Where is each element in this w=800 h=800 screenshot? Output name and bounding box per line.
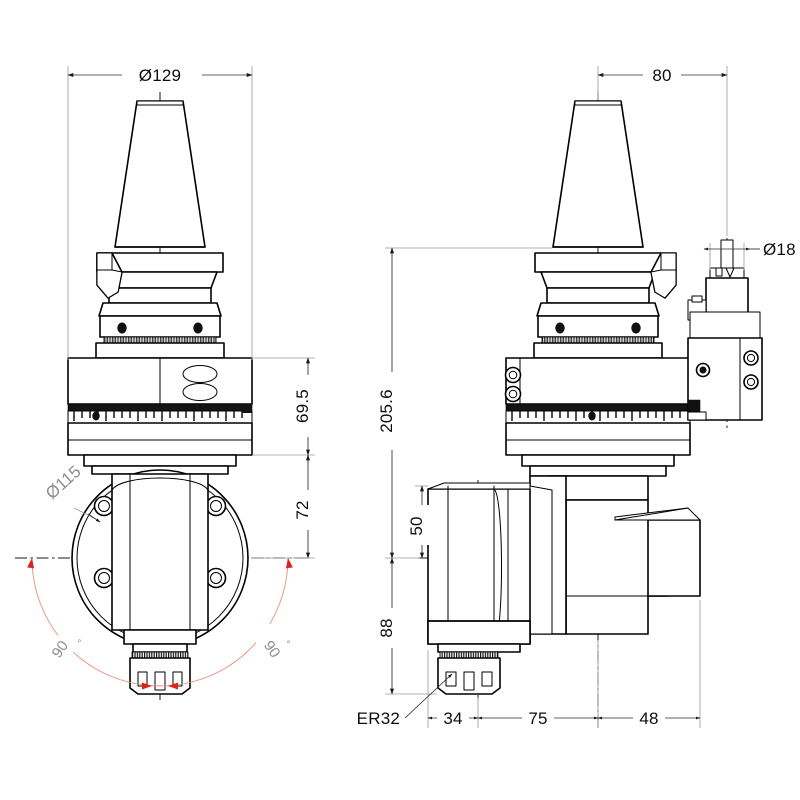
dim-label-overall-diameter: Ø129 [139,66,181,85]
front-flange-screw-right [193,322,203,334]
side-head-body [504,357,691,405]
dim-label-axis-height: 72 [293,500,312,519]
side-coupling-serration [541,336,655,344]
dim-label-flange-diameter: Ø115 [42,462,85,503]
front-flange-screw-left [117,322,127,334]
dim-side-bottom-chain: 34 75 48 [427,600,701,728]
callout-side-collet: ER32 [357,673,453,728]
svg-text:90: 90 [260,638,283,661]
dim-label-spindle-offset-upper: 50 [407,516,426,535]
front-graduation-band [67,403,253,424]
side-spindle-housing [427,482,531,653]
dim-label-pin-diameter: Ø18 [763,240,796,259]
side-lower-ring [505,422,691,477]
side-collet-nut [437,651,501,695]
dim-front-swivel-arcs: 90 ° 90 ° [27,557,293,690]
dim-front-axis-height: 72 [252,454,319,559]
dim-side-spindle-offset-upper: 50 [407,485,433,559]
side-v-flange [533,252,677,359]
dim-side-pin-diameter: Ø18 [703,240,796,270]
side-view: 80 Ø18 205.6 50 [357,63,796,730]
dim-label-overall-height: 205.6 [377,389,396,433]
dim-front-head-height: 69.5 [252,357,319,456]
side-body-bolt-group [504,366,522,403]
front-lower-ring [67,422,253,475]
dim-label-nose-width: 34 [443,709,462,728]
side-stop-pin-assembly [687,239,763,421]
dim-label-taper-offset: 80 [652,66,671,85]
side-graduation-band [505,403,691,424]
svg-text:90: 90 [49,638,72,661]
dim-label-body-width: 75 [528,709,547,728]
dim-side-overall-height: 205.6 [377,247,552,559]
front-collet-nut [129,651,191,695]
front-head-body [67,357,253,405]
side-angle-body [529,475,701,635]
swivel-label-right: 90 ° [251,623,293,669]
dim-side-spindle-to-nose: 88 [377,557,436,695]
svg-text:°: ° [280,639,291,649]
side-index-mark [588,411,596,421]
callout-label-collet: ER32 [357,709,400,728]
front-oval-pad-lower [182,383,218,401]
svg-text:°: ° [76,638,87,648]
front-view: Ø129 69.5 72 Ø115 [15,63,319,700]
dim-label-spindle-to-nose: 88 [377,618,396,637]
front-v-flange [95,252,225,359]
swivel-label-left: 90 ° [43,623,88,669]
front-taper-shank [114,100,206,248]
front-angle-head-block [111,473,209,653]
front-oval-pad-upper [182,365,218,383]
front-coupling-serration [103,336,217,344]
front-index-mark [92,411,100,421]
dim-label-tail-width: 48 [639,709,658,728]
dim-label-head-height: 69.5 [293,389,312,423]
side-flange-screw-left [555,322,565,334]
dim-front-overall-diameter: Ø129 [67,63,253,360]
front-flange-bolt-group [93,495,227,589]
dim-side-taper-offset: 80 [597,63,728,236]
side-flange-screw-right [631,322,641,334]
swivel-arc-right [159,557,289,687]
side-taper-shank [552,100,644,248]
